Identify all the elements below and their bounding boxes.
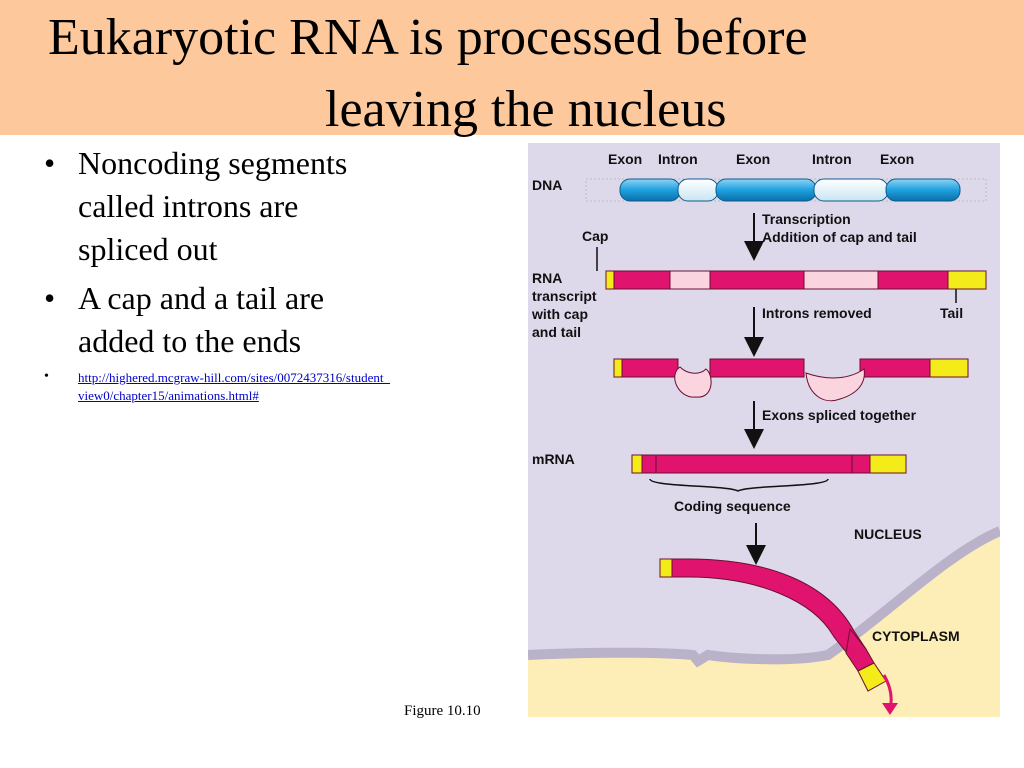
tail-label: Tail: [940, 305, 963, 321]
export-arrow-head: [882, 703, 898, 715]
step-label: Addition of cap and tail: [762, 229, 917, 245]
bullet-item: • http://highered.mcgraw-hill.com/sites/…: [42, 369, 392, 405]
step-label: Transcription: [762, 211, 851, 227]
dna-segment-label: Exon: [608, 151, 642, 167]
rna-label: with cap: [531, 306, 588, 322]
bullet-text: Noncoding segments called introns are sp…: [78, 145, 348, 267]
animation-link[interactable]: http://highered.mcgraw-hill.com/sites/00…: [78, 370, 390, 403]
bullet-item: • Noncoding segments called introns are …: [42, 142, 392, 271]
bullet-list: • Noncoding segments called introns are …: [42, 142, 392, 411]
rna-processing-diagram: Exon Intron Exon Intron Exon DNA Transcr…: [528, 143, 1000, 717]
bullet-icon: •: [44, 369, 49, 384]
cap-label: Cap: [582, 228, 608, 244]
dna-molecule: [585, 178, 987, 202]
excised-intron: [674, 366, 712, 398]
bullet-text: A cap and a tail are added to the ends: [78, 280, 325, 359]
cytoplasm-label: CYTOPLASM: [872, 628, 960, 644]
rna-label: RNA: [532, 270, 562, 286]
bullet-icon: •: [44, 145, 56, 181]
step-label: Introns removed: [762, 305, 872, 321]
nuclear-envelope: [528, 526, 1000, 668]
bullet-item: • A cap and a tail are added to the ends: [42, 277, 392, 363]
spliced-pieces: [613, 358, 969, 402]
figure-caption: Figure 10.10: [404, 703, 481, 719]
exported-mrna: [659, 558, 887, 692]
coding-brace: [649, 478, 829, 492]
bullet-icon: •: [44, 280, 56, 316]
dna-segment-label: Intron: [812, 151, 852, 167]
dna-segment-label: Exon: [736, 151, 770, 167]
dna-segment-label: Exon: [880, 151, 914, 167]
rna-label: and tail: [532, 324, 581, 340]
title-bar: Eukaryotic RNA is processed before leavi…: [0, 0, 1024, 138]
mrna-molecule: [631, 454, 907, 474]
coding-sequence-label: Coding sequence: [674, 498, 791, 514]
rna-label: transcript: [532, 288, 597, 304]
excised-intron: [805, 368, 865, 402]
slide-title-line-1: Eukaryotic RNA is processed before: [48, 9, 808, 66]
rna-transcript: [605, 270, 987, 290]
dna-label: DNA: [532, 177, 562, 193]
step-label: Exons spliced together: [762, 407, 917, 423]
mrna-label: mRNA: [532, 451, 575, 467]
slide-title-line-2: leaving the nucleus: [325, 81, 727, 138]
nucleus-label: NUCLEUS: [854, 526, 922, 542]
dna-segment-label: Intron: [658, 151, 698, 167]
